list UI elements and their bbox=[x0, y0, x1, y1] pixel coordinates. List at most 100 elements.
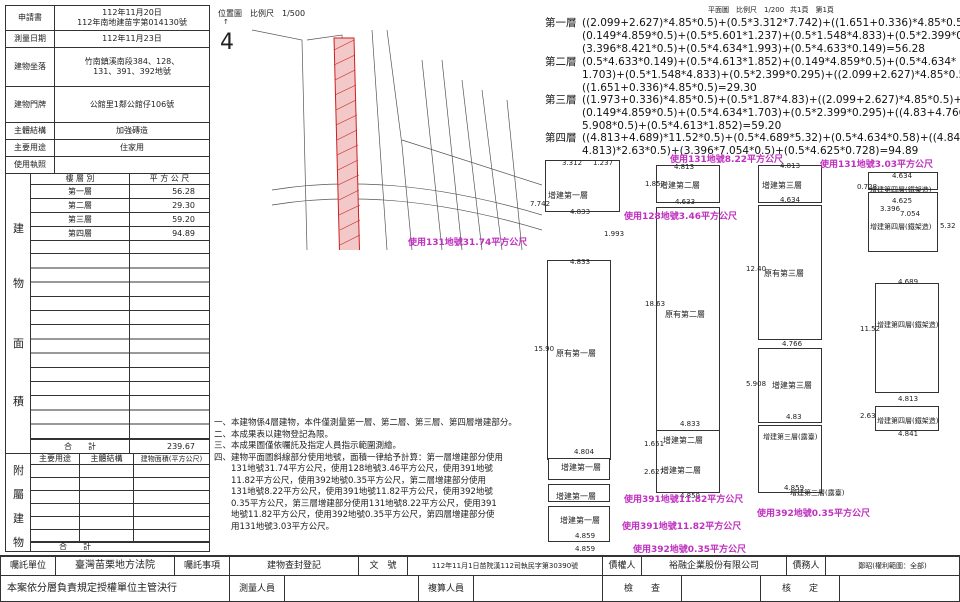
floor1-add-bot2 bbox=[548, 506, 610, 542]
footer-value-entrust-item: 建物查封登記 bbox=[229, 556, 359, 576]
floor-area-2: 29.30 bbox=[129, 198, 210, 213]
empty-area-rows bbox=[30, 240, 210, 440]
footer-label-entrust-item: 囑託事項 bbox=[174, 556, 230, 576]
formula-label-4: 第四層 bbox=[545, 132, 577, 144]
area-side-char-2: 物 bbox=[13, 277, 24, 290]
floor3-porch bbox=[758, 425, 822, 493]
floor1-add-mid-label: 增建第一層 bbox=[561, 463, 601, 472]
footer-approve-value bbox=[839, 575, 960, 602]
footer-label-debtor: 債務人 bbox=[786, 556, 826, 576]
aux-empty-rows bbox=[30, 464, 210, 542]
floor3-add bbox=[758, 348, 822, 423]
dim-1590: 15.90 bbox=[534, 345, 555, 353]
footer-label-creditor: 債權人 bbox=[602, 556, 642, 576]
area-side-char-1: 建 bbox=[13, 222, 24, 235]
footer-label-entrust-unit: 囑託單位 bbox=[0, 556, 56, 576]
footer-recheck-value bbox=[473, 575, 603, 602]
left-panel: 申請書 112年11月20日 112年南地建苗字第014130號 測量日期 11… bbox=[5, 5, 210, 552]
location-map-number: 4 bbox=[220, 30, 234, 55]
formula-label-1: 第一層 bbox=[545, 17, 577, 29]
footer-inspect-label: 檢 查 bbox=[602, 575, 682, 602]
floor3-porch-label-2: 增建第三層(露臺) bbox=[790, 489, 845, 497]
floor2-orig-label: 原有第二層 bbox=[665, 310, 705, 319]
row-label-location: 建物坐落 bbox=[5, 47, 55, 87]
dim-4613: 4.813 bbox=[674, 163, 695, 171]
dim-4634: 4.634 bbox=[780, 196, 801, 204]
note-line-8: 0.35平方公尺，第三層增建部分使用131地號8.22平方公尺，使用391 bbox=[214, 498, 497, 509]
floor3-orig-label: 原有第三層 bbox=[764, 269, 804, 278]
row-value-address: 公館里1鄰公館仔106號 bbox=[54, 86, 210, 123]
note-line-1: 一、本建物係4層建物，本件僅測量第一層、第二層、第三層、第四層增建部分。 bbox=[214, 418, 517, 428]
usage-label-8: 使用392地號0.35平方公尺 bbox=[633, 545, 746, 555]
dim-4804: 4.804 bbox=[574, 448, 595, 456]
dim-4859a: 4.859 bbox=[575, 532, 596, 540]
dim-1852: 1.852 bbox=[645, 180, 666, 188]
note-line-2: 二、本成果表以建物登記為限。 bbox=[214, 429, 334, 440]
usage-label-5: 使用391地號11.82平方公尺 bbox=[624, 495, 744, 505]
dim-4813a: 4.813 bbox=[780, 162, 801, 170]
dim-0728: 0.728 bbox=[857, 183, 878, 191]
footer-recheck-label: 複算人員 bbox=[418, 575, 474, 602]
row-value-license bbox=[54, 156, 210, 174]
dim-4859b: 4.859 bbox=[575, 545, 596, 553]
footer-authorization: 本案依分層負責規定授權單位主管決行 bbox=[0, 575, 230, 602]
aux-total-label: 合 計 bbox=[30, 542, 210, 552]
note-line-3: 三、本成果圖僅依囑託及指定人員指示範圍測繪。 bbox=[214, 441, 402, 451]
floor-name-3: 第三層 bbox=[30, 212, 130, 227]
dim-532: 5.32 bbox=[940, 222, 956, 230]
note-line-6: 11.82平方公尺，使用392地號0.35平方公尺，第二層增建部分使用 bbox=[214, 475, 486, 486]
footer-approve-label: 核 定 bbox=[760, 575, 840, 602]
footer-surveyor-label: 測量人員 bbox=[229, 575, 285, 602]
dim-4833b: 4.833 bbox=[570, 258, 591, 266]
floor3-add-label: 增建第三層 bbox=[772, 381, 812, 390]
row-value-application: 112年11月20日 112年南地建苗字第014130號 bbox=[54, 5, 210, 31]
usage-label-4: 使用131地號3.03平方公尺 bbox=[820, 160, 933, 170]
dim-263: 2.63 bbox=[860, 412, 876, 420]
footer-surveyor-value bbox=[284, 575, 419, 602]
usage-label-3: 使用131地號8.22平方公尺 bbox=[670, 155, 783, 165]
row-label-structure: 主體結構 bbox=[5, 122, 55, 140]
footer-value-entrust-unit: 臺灣苗栗地方法院 bbox=[55, 556, 175, 576]
floor1-add-bot bbox=[548, 484, 610, 502]
floor2-add-top bbox=[656, 165, 720, 203]
dim-3312: 3.312 bbox=[562, 159, 583, 167]
aux-side-char-4: 物 bbox=[13, 536, 24, 549]
floor1-orig-label: 原有第一層 bbox=[556, 349, 596, 358]
usage-label-1: 使用131地號31.74平方公尺 bbox=[408, 238, 528, 248]
floor2-orig bbox=[656, 207, 720, 432]
note-line-7: 131地號8.22平方公尺，使用391地號11.82平方公尺，使用392地號 bbox=[214, 487, 493, 497]
aux-side-char-1: 附 bbox=[13, 464, 24, 477]
dim-1152: 11.52 bbox=[860, 325, 881, 333]
dim-483: 4.83 bbox=[786, 413, 802, 421]
row-label-address: 建物門牌 bbox=[5, 86, 55, 123]
row-label-survey-date: 測量日期 bbox=[5, 30, 55, 48]
dim-4633: 4.633 bbox=[675, 198, 696, 206]
footer-value-doc-no: 112年11月1日苗院漢112司執民字第30390號 bbox=[407, 556, 603, 576]
area-side-column bbox=[5, 173, 31, 454]
area-side-char-3: 面 bbox=[13, 337, 24, 350]
formula-label-2: 第二層 bbox=[545, 56, 577, 68]
floor1-add-bot-label: 增建第一層 bbox=[556, 492, 596, 501]
footer-value-debtor: 鄭昭(權利範圍：全部) bbox=[825, 556, 960, 576]
aux-side-char-2: 屬 bbox=[13, 488, 24, 501]
area-total-label: 合 計 bbox=[30, 439, 130, 454]
floor1-add-mid bbox=[548, 458, 610, 480]
area-total-value: 239.67 bbox=[129, 439, 210, 454]
north-arrow-icon: ↑ bbox=[223, 18, 229, 26]
floor-area-3: 59.20 bbox=[129, 212, 210, 227]
aux-divider-2 bbox=[133, 464, 134, 542]
dim-7742: 7.742 bbox=[530, 200, 551, 208]
notes: 一、本建物係4層建物，本件僅測量第一層、第二層、第三層、第四層增建部分。 二、本… bbox=[214, 418, 534, 533]
footer-inspect-value bbox=[681, 575, 761, 602]
floor3-orig bbox=[758, 205, 822, 340]
floor1-add-top bbox=[545, 160, 620, 212]
formula-text-4: ((4.813+4.689)*11.52*0.5)+(0.5*4.689*5.3… bbox=[582, 132, 960, 157]
dim-1993: 1.993 bbox=[604, 230, 625, 238]
dim-4859c: 4.859 bbox=[680, 492, 701, 500]
floor1-add-bot2-label: 增建第一層 bbox=[560, 516, 600, 525]
dim-2627: 2.627 bbox=[644, 468, 665, 476]
formula-label-3: 第三層 bbox=[545, 94, 577, 106]
area-side-char-4: 積 bbox=[13, 395, 24, 408]
row-value-structure: 加強磚造 bbox=[54, 122, 210, 140]
note-line-4: 四、建物平面圖斜線部分使用地號，面積一律給予計算：第一層增建部分使用 bbox=[214, 452, 504, 463]
